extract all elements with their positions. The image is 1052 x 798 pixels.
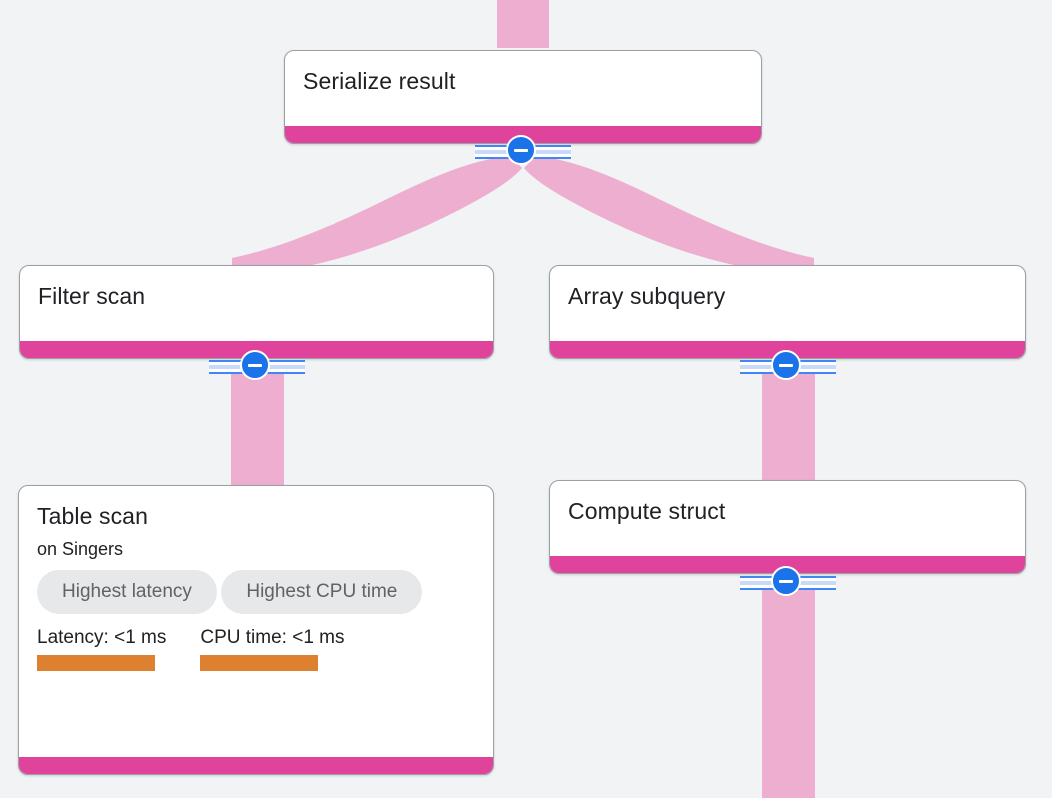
collapse-toggle-serialize-result[interactable] (475, 135, 571, 169)
metric-latency: Latency: <1 ms (37, 626, 166, 671)
collapse-minus-icon[interactable] (771, 566, 801, 596)
node-table-scan-chip-list: Highest latency Highest CPU time (37, 570, 475, 622)
collapse-toggle-compute-struct[interactable] (740, 566, 836, 600)
collapse-toggle-filter-scan[interactable] (209, 350, 305, 384)
metric-cpu-time: CPU time: <1 ms (200, 626, 345, 671)
node-array-subquery-body: Array subquery (550, 266, 1025, 358)
node-compute-struct[interactable]: Compute struct (549, 480, 1026, 574)
node-filter-scan-body: Filter scan (20, 266, 493, 358)
node-serialize-result-accent-bar (285, 126, 761, 143)
node-table-scan-body: Table scan on Singers Highest latency Hi… (19, 486, 493, 774)
chip-highest-latency[interactable]: Highest latency (37, 570, 217, 614)
node-compute-struct-body: Compute struct (550, 481, 1025, 573)
node-filter-scan-title: Filter scan (38, 283, 146, 309)
node-table-scan-subtitle: on Singers (37, 539, 124, 559)
node-table-scan[interactable]: Table scan on Singers Highest latency Hi… (18, 485, 494, 775)
metric-cpu-time-bar-track (200, 655, 344, 671)
metric-cpu-time-label: CPU time: <1 ms (200, 627, 345, 648)
collapse-minus-icon[interactable] (240, 350, 270, 380)
node-serialize-result-title: Serialize result (303, 68, 456, 94)
edge-compute-struct-downward (762, 576, 815, 798)
node-table-scan-title: Table scan (37, 503, 148, 529)
node-compute-struct-accent-bar (550, 556, 1025, 573)
collapse-minus-icon[interactable] (506, 135, 536, 165)
node-serialize-result-body: Serialize result (285, 51, 761, 143)
node-compute-struct-title: Compute struct (568, 498, 726, 524)
metric-latency-bar-fill (37, 655, 155, 671)
edge-serialize-to-array-subquery (524, 156, 814, 270)
node-array-subquery-title: Array subquery (568, 283, 726, 309)
edge-into-serialize-result (497, 0, 549, 48)
metric-latency-bar-track (37, 655, 166, 671)
node-table-scan-accent-bar (19, 757, 493, 774)
chip-highest-cpu-time[interactable]: Highest CPU time (221, 570, 423, 614)
metric-cpu-time-bar-fill (200, 655, 319, 671)
collapse-toggle-array-subquery[interactable] (740, 350, 836, 384)
node-filter-scan-accent-bar (20, 341, 493, 358)
collapse-minus-icon[interactable] (771, 350, 801, 380)
edge-serialize-to-filter-scan (232, 156, 522, 270)
node-filter-scan[interactable]: Filter scan (19, 265, 494, 359)
metric-latency-label: Latency: <1 ms (37, 627, 167, 648)
node-array-subquery-accent-bar (550, 341, 1025, 358)
node-array-subquery[interactable]: Array subquery (549, 265, 1026, 359)
node-table-scan-metrics: Latency: <1 ms CPU time: <1 ms (37, 626, 475, 671)
node-serialize-result[interactable]: Serialize result (284, 50, 762, 144)
